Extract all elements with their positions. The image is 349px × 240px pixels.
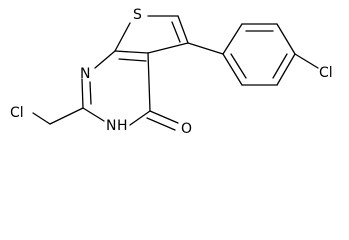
bond-c5-aryl (187, 42, 224, 55)
atom-label-nitrogen-h-hydrogen: H (117, 118, 128, 134)
atom-label-sulfur: S (133, 7, 142, 23)
bond-ar6-ar1 (222, 53, 243, 86)
bond-s-c7a (114, 22, 131, 52)
bond-ar4-ar5-inner (272, 53, 288, 79)
bond-c2-n3 (82, 107, 105, 122)
molecule-structure: S N N H O Cl Cl (10, 7, 333, 137)
bond-ar6-ar1-inner (230, 53, 247, 79)
bond-c4-o-double (146, 117, 176, 131)
bond-c4-o (149, 110, 179, 124)
bond-c2-ch2 (49, 107, 84, 125)
atom-label-nitrogen-ring: N (80, 66, 90, 82)
bond-ar3-ar4 (276, 23, 296, 55)
bond-ar4-cl (294, 53, 319, 69)
atom-label-chlorine-methyl: Cl (10, 105, 24, 121)
bond-ar4-ar5 (276, 53, 296, 86)
bond-c7a-n1 (94, 50, 116, 69)
atom-label-oxygen: O (181, 121, 192, 137)
bond-c4-c4a (147, 52, 151, 112)
bond-c6-c5 (177, 15, 189, 44)
bond-n1-c2 (81, 78, 84, 109)
bond-ar1-ar2 (222, 23, 243, 55)
atom-label-nitrogen-h: N (106, 118, 116, 134)
bond-c4a-c7a (114, 50, 149, 54)
bond-n3-c4 (129, 110, 151, 126)
structure-canvas: S N N H O Cl Cl (10, 7, 333, 137)
atom-label-chlorine-aryl: Cl (319, 65, 333, 81)
bond-ch2-cl (32, 112, 51, 125)
bond-c5-c4a (147, 42, 189, 54)
bond-c4a-c7a-inner (118, 58, 147, 62)
bond-n1-c2-inner (89, 81, 92, 105)
bond-c6-c5-inner (171, 21, 181, 43)
